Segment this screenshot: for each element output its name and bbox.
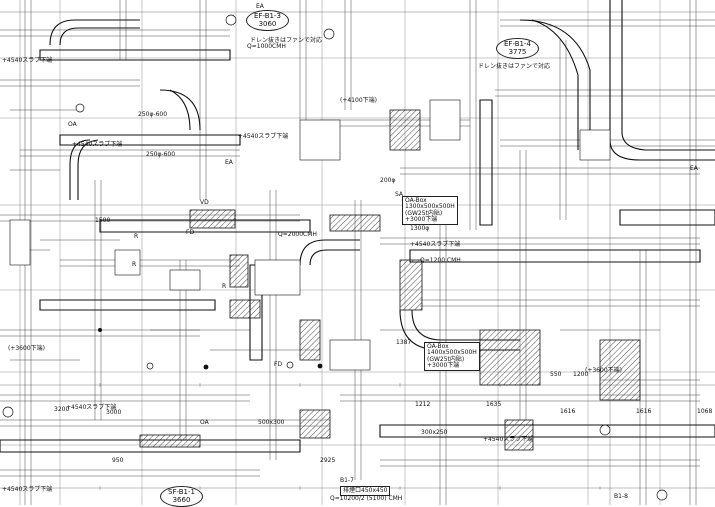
dimension-label: 2925: [320, 457, 336, 464]
symbol-r: R: [222, 283, 227, 290]
oa-box-level: +3000下端: [427, 361, 460, 369]
equipment-boxes: [9, 99, 611, 371]
symbol-ea: EA: [225, 159, 233, 166]
symbol-r: R: [132, 261, 137, 268]
dimension-label: 1500: [95, 217, 111, 224]
drain-note: ドレン抜きはファンで対応: [478, 63, 551, 70]
slab-note: +4540スラブ下端: [2, 486, 53, 493]
equipment-tag-value: 3060: [258, 19, 277, 28]
equipment-tag-sf-b1-1: SF-B1-1 3660: [160, 486, 203, 507]
oa-box-title: OA-Box: [405, 197, 427, 204]
oa-box-size: 1400x500x500H: [427, 349, 477, 357]
mark-label: B1-8: [614, 493, 628, 500]
slab-note: (+3600下端): [8, 345, 45, 352]
dimension-label: 950: [112, 457, 124, 464]
filled-markers: [98, 328, 323, 370]
dimension-label: 1212: [415, 401, 431, 408]
slab-note: +4540スラブ下端: [2, 57, 53, 64]
airflow-label: Q=1000CMH: [247, 43, 286, 50]
grid-markers: [2, 14, 668, 501]
slab-note: +4540スラブ下端: [410, 241, 461, 248]
main-ducts: [0, 0, 715, 453]
airflow-label: Q=2000CMH: [278, 231, 317, 238]
equipment-tag-value: 3660: [172, 495, 191, 504]
symbol-ea: EA: [256, 3, 264, 10]
duct-size-label: 500x300: [258, 419, 285, 426]
oa-box-size: 1300x500x500H: [405, 203, 455, 211]
duct-size-label: 1300φ: [410, 225, 430, 232]
oa-box-title: OA-Box: [427, 343, 449, 350]
dimension-label: 1635: [486, 401, 502, 408]
dimension-label: 1616: [560, 408, 576, 415]
airflow-label: Q=1200 CMH: [420, 257, 461, 264]
equipment-tag-ef-b1-4: EF-B1-4 3775: [496, 38, 539, 60]
equipment-tag-id: EF-B1-4: [504, 40, 531, 48]
dimension-label: 1068: [697, 408, 713, 415]
dimension-label: 1616: [636, 408, 652, 415]
equipment-tag-value: 3775: [508, 47, 527, 56]
equipment-tag-id: EF-B1-3: [254, 12, 281, 20]
dimension-label: 550: [550, 371, 562, 378]
duct-size-label: 200φ: [380, 177, 396, 184]
symbol-vd: VD: [200, 199, 209, 206]
symbol-fd: FD: [186, 229, 195, 236]
equipment-tag-id: SF-B1-1: [168, 488, 195, 496]
oa-box-spec: (GW25t内貼): [427, 355, 465, 363]
slab-note: (+3600下端): [585, 367, 622, 374]
duct-size-label: 300x250: [421, 429, 448, 436]
symbol-oa: OA: [68, 121, 77, 128]
drain-note: ドレン抜きはファンで対応: [250, 37, 323, 44]
dimension-label: 3000: [106, 409, 122, 416]
mark-label: B1-7: [340, 477, 354, 484]
symbol-r: R: [134, 233, 139, 240]
slab-note: +4540スラブ下端: [66, 404, 117, 411]
slab-note: +4540スラブ下端: [483, 436, 534, 443]
symbol-oa: OA: [200, 419, 209, 426]
symbol-ea: EA: [690, 165, 698, 172]
slab-note: +4540スラブ下端: [72, 141, 123, 148]
oa-box-label: OA-Box 1400x500x500H (GW25t内貼) +3000下端: [424, 342, 480, 372]
dimension-label: 3200: [54, 406, 70, 413]
equipment-tag-ef-b1-3: EF-B1-3 3060: [246, 10, 289, 32]
symbol-fd: FD: [274, 361, 283, 368]
slab-note: +4540スラブ下端: [238, 133, 289, 140]
symbol-sa: SA: [395, 191, 404, 198]
oa-box-level: +3000下端: [405, 215, 438, 223]
exhaust-port-label: 排煙口450x450: [340, 486, 391, 497]
oa-box-label: OA-Box 1300x500x500H (GW25t内貼) +3000下端: [402, 196, 458, 226]
hatched-blocks: [139, 109, 641, 451]
slab-note: (+4100下端): [340, 97, 377, 104]
oa-box-spec: (GW25t内貼): [405, 209, 443, 217]
dimension-label: 1200: [573, 371, 589, 378]
airflow-label: Q=10200/2 (5100) CMH: [330, 495, 403, 502]
duct-size-label: 250φ-600: [146, 151, 176, 158]
duct-size-label: 250φ-600: [138, 111, 168, 118]
dimension-label: 1387: [396, 339, 412, 346]
